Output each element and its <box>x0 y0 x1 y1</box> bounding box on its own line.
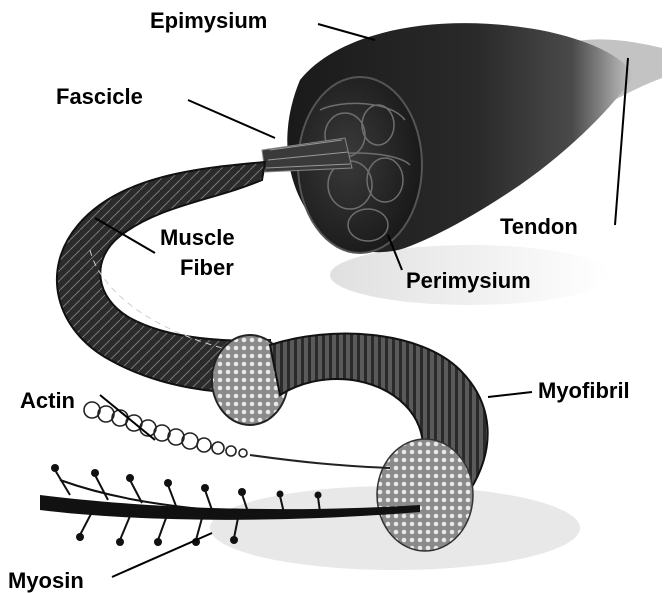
fascicle-bundle-extended <box>262 138 352 172</box>
label-fascicle: Fascicle <box>56 84 143 109</box>
myofibril-cut-end <box>377 439 473 551</box>
label-actin: Actin <box>20 388 75 413</box>
label-muscle-fiber-line2: Fiber <box>180 255 234 280</box>
label-muscle-fiber-line1: Muscle <box>160 225 235 250</box>
label-myosin: Myosin <box>8 568 84 593</box>
label-epimysium: Epimysium <box>150 8 267 33</box>
label-myofibril: Myofibril <box>538 378 630 403</box>
label-tendon: Tendon <box>500 214 578 239</box>
label-perimysium: Perimysium <box>406 268 531 293</box>
